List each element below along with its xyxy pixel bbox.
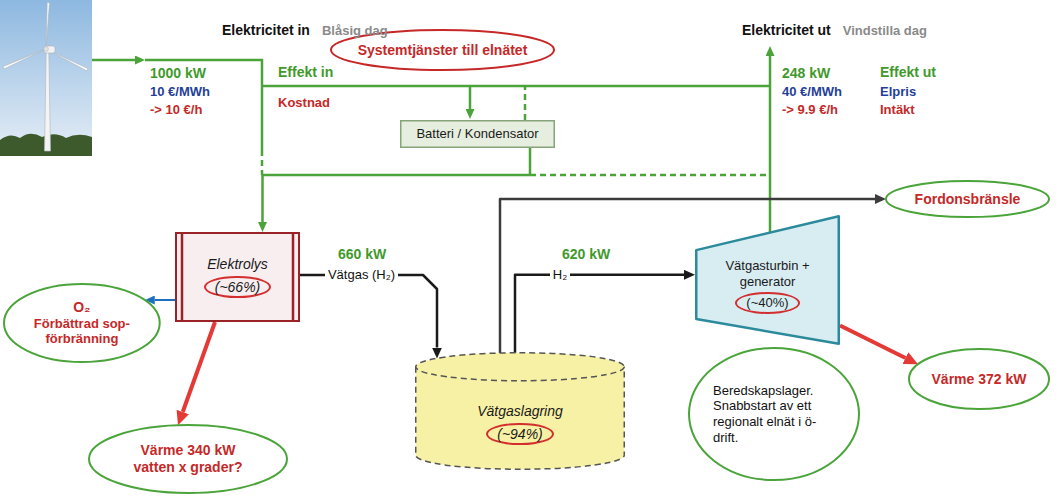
efficiency-value: (~94%) bbox=[486, 423, 554, 446]
turbine-shape: Vätgasturbin + generator (~40%) bbox=[695, 215, 840, 345]
annotation-label: Vindstilla dag bbox=[843, 23, 927, 39]
power-line-dashed bbox=[524, 86, 527, 120]
flow-arrow bbox=[300, 275, 437, 348]
power-line-dashed bbox=[530, 174, 770, 177]
annotation-label: Kostnad bbox=[278, 95, 330, 111]
annotation-label: 10 €/MWh bbox=[150, 84, 210, 100]
node-text: vatten x grader? bbox=[134, 459, 243, 476]
node-text: Vätgaslagring bbox=[477, 403, 563, 420]
flow-arrow bbox=[183, 322, 215, 412]
annotation-label: -> 10 €/h bbox=[150, 102, 202, 118]
sky bbox=[0, 0, 92, 156]
annotation-label: Blåsig dag bbox=[322, 23, 388, 39]
annotation-label: 248 kW bbox=[782, 65, 830, 82]
annotation-label: Effekt ut bbox=[880, 64, 936, 81]
annotation-label: 40 €/MWh bbox=[782, 84, 842, 100]
power-line bbox=[469, 86, 472, 109]
annotation-label: Elektricitet ut bbox=[742, 22, 831, 39]
electrolysis-box: Elektrolys (~66%) bbox=[175, 232, 300, 322]
efficiency-value: (~40%) bbox=[735, 292, 799, 314]
turbine-blade bbox=[46, 2, 50, 49]
annotation-label: 1000 kW bbox=[150, 65, 206, 82]
heat-oval: Värme 340 kWvatten x grader? bbox=[88, 424, 288, 494]
efficiency-value: (~66%) bbox=[204, 276, 272, 299]
turbine-tower bbox=[45, 52, 51, 151]
flow-arrow bbox=[515, 275, 684, 353]
power-line-dashed bbox=[261, 150, 264, 175]
node-text: Systemtjänster till elnätet bbox=[358, 42, 528, 59]
power-line bbox=[769, 56, 772, 232]
flow-label: Vätgas (H₂) bbox=[325, 267, 398, 283]
node-text: Värme 340 kW bbox=[134, 442, 243, 459]
node-text: Batteri / Kondensator bbox=[416, 126, 538, 142]
heat-oval: Värme 372 kW bbox=[908, 348, 1050, 410]
flow-label: H₂ bbox=[550, 267, 570, 283]
oxygen-oval: O₂Förbättrad sop- förbränning bbox=[3, 283, 161, 363]
storage-cylinder: Vätgaslagring (~94%) bbox=[415, 352, 625, 470]
flow-arrow bbox=[840, 326, 905, 359]
note-circle: Beredskapslager. Snabbstart av ett regio… bbox=[688, 347, 860, 481]
node-text: Vätgasturbin + generator bbox=[718, 258, 818, 289]
power-line bbox=[92, 59, 135, 62]
power-line bbox=[262, 85, 771, 88]
storage-box: Batteri / Kondensator bbox=[400, 120, 555, 148]
power-line bbox=[145, 59, 263, 62]
power-line bbox=[261, 59, 264, 150]
node-text: Beredskapslager. Snabbstart av ett regio… bbox=[713, 383, 835, 445]
use-oval: Fordonsbränsle bbox=[885, 180, 1050, 218]
flow-arrow bbox=[500, 199, 875, 353]
annotation-label: Effekt in bbox=[278, 64, 333, 81]
annotation-label: Elektricitet in bbox=[222, 22, 310, 39]
annotation-label: Elpris bbox=[880, 84, 916, 100]
turbine-nacelle bbox=[44, 46, 55, 53]
annotation-label: -> 9.9 €/h bbox=[782, 102, 838, 118]
turbine-blade bbox=[3, 49, 46, 69]
node-text: Värme 372 kW bbox=[932, 371, 1027, 388]
annotation-label: 660 kW bbox=[338, 246, 386, 263]
node-text: Elektrolys bbox=[204, 256, 272, 273]
node-text: Fordonsbränsle bbox=[915, 191, 1021, 208]
turbine-hub bbox=[44, 47, 49, 52]
wind-turbine-photo bbox=[0, 0, 92, 156]
annotation-label: Intäkt bbox=[880, 102, 915, 118]
flow-arrow bbox=[263, 148, 531, 222]
flow-arrow bbox=[155, 299, 175, 301]
node-text: Förbättrad sop- förbränning bbox=[24, 316, 139, 347]
node-text: O₂ bbox=[24, 299, 139, 316]
annotation-label: 620 kW bbox=[562, 246, 610, 263]
